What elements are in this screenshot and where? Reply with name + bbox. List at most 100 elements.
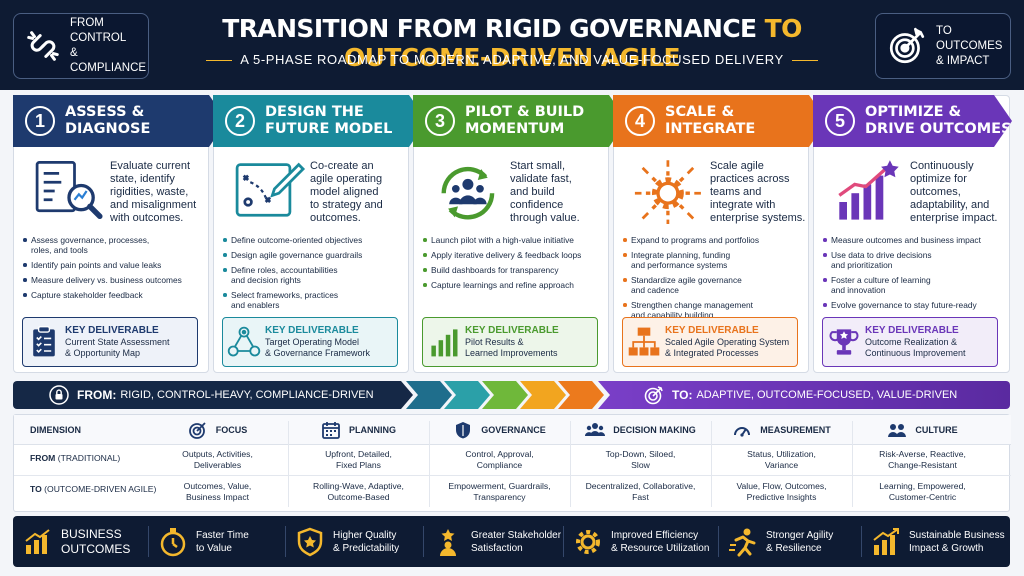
phase-bullets: Launch pilot with a high-value initiativ… — [422, 235, 612, 295]
outcomes-title-block: BUSINESS OUTCOMES — [23, 516, 130, 567]
phase-number: 3 — [425, 106, 455, 136]
transition-from-bar: FROM: RIGID, CONTROL-HEAVY, COMPLIANCE-D… — [13, 381, 413, 409]
phase-number: 2 — [225, 106, 255, 136]
transition-from-text: RIGID, CONTROL-HEAVY, COMPLIANCE-DRIVEN — [120, 389, 374, 401]
phase-bullet: Identify pain points and value leaks — [22, 260, 212, 270]
phase-bullet: Use data to drive decisions and prioriti… — [822, 250, 1012, 270]
to-outcomes-badge: TO OUTCOMES & IMPACT — [875, 13, 1011, 79]
star-person-icon — [440, 528, 456, 556]
outcome-item: Faster Time to Value — [158, 516, 249, 567]
transition-to-label: TO: — [672, 388, 693, 402]
org-network-icon — [227, 326, 261, 357]
from-row-label-sub: (TRADITIONAL) — [57, 453, 121, 463]
key-deliverable-text: Current State Assessment & Opportunity M… — [65, 337, 170, 358]
trophy-icon — [829, 329, 859, 355]
phase-title: OPTIMIZE & DRIVE OUTCOMES — [865, 104, 1012, 137]
gear-expand-icon — [634, 160, 701, 224]
outcome-text: Faster Time to Value — [196, 529, 249, 554]
column-header: DECISION MAKING — [570, 415, 711, 445]
phase-bullet: Assess governance, processes, roles, and… — [22, 235, 212, 255]
target-icon — [644, 386, 663, 405]
outcome-divider — [861, 526, 862, 557]
column-header: GOVERNANCE — [429, 415, 570, 445]
transition-to-text: ADAPTIVE, OUTCOME-FOCUSED, VALUE-DRIVEN — [696, 389, 958, 401]
badge-shield-icon — [297, 527, 323, 556]
phase-number: 4 — [625, 106, 655, 136]
to-row-label-sub: (OUTCOME-DRIVEN AGILE) — [44, 484, 157, 494]
phase-bullet: Expand to programs and portfolios — [622, 235, 812, 245]
dimension-header: DIMENSION — [30, 425, 82, 435]
outcome-divider — [423, 526, 424, 557]
key-deliverable-label: KEY DELIVERABLE — [865, 325, 959, 336]
from-cell: Control, Approval, Compliance — [465, 449, 534, 470]
business-outcomes-bar: BUSINESS OUTCOMES Faster Time to Value Hi… — [13, 516, 1010, 567]
column-header-label: FOCUS — [215, 425, 248, 435]
to-cell: Learning, Empowered, Customer-Centric — [879, 481, 966, 502]
phase-number: 5 — [825, 106, 855, 136]
bar-chart-icon — [431, 329, 458, 357]
phase-header: 4 SCALE & INTEGRATE — [613, 95, 827, 147]
column-divider — [288, 421, 289, 507]
outcome-text: Improved Efficiency & Resource Utilizati… — [611, 529, 710, 554]
target-icon — [188, 422, 206, 439]
transition-to-bar: TO: ADAPTIVE, OUTCOME-FOCUSED, VALUE-DRI… — [598, 381, 1010, 409]
to-cell: Outcomes, Value, Business Impact — [183, 481, 252, 502]
phase-title: PILOT & BUILD MOMENTUM — [465, 104, 585, 137]
growth-bars-icon — [873, 527, 899, 555]
to-row-label: TO (OUTCOME-DRIVEN AGILE) — [30, 484, 156, 494]
phase-description: Evaluate current state, identify rigidit… — [110, 160, 197, 224]
phase-title: SCALE & INTEGRATE — [665, 104, 756, 137]
phase-bullet: Evolve governance to stay future-ready — [822, 300, 1012, 310]
key-deliverable-box: KEY DELIVERABLE Scaled Agile Operating S… — [622, 317, 798, 367]
phase-bullet: Integrate planning, funding and performa… — [622, 250, 812, 270]
to-outcomes-text: TO OUTCOMES & IMPACT — [936, 24, 1003, 67]
key-deliverable-label: KEY DELIVERABLE — [65, 325, 159, 336]
to-cell: Decentralized, Collaborative, Fast — [585, 481, 696, 502]
phase-number: 1 — [25, 106, 55, 136]
outcome-text: Stronger Agility & Resilience — [766, 529, 834, 554]
from-cell: Top-Down, Siloed, Slow — [605, 449, 676, 470]
calendar-icon — [322, 422, 340, 439]
lock-icon — [49, 385, 69, 405]
phase-header: 3 PILOT & BUILD MOMENTUM — [413, 95, 627, 147]
broken-link-icon — [27, 31, 59, 61]
phase-bullet: Define roles, accountabilities and decis… — [222, 265, 412, 285]
key-deliverable-text: Target Operating Model & Governance Fram… — [265, 337, 371, 358]
column-header: FOCUS — [147, 415, 288, 445]
outcome-divider — [563, 526, 564, 557]
growth-chart-icon — [838, 160, 899, 220]
phase-card-1: 1 ASSESS & DIAGNOSE Evaluate current sta… — [13, 95, 209, 373]
runner-icon — [729, 528, 756, 556]
from-cell: Status, Utilization, Variance — [747, 449, 816, 470]
phase-bullet: Foster a culture of learning and innovat… — [822, 275, 1012, 295]
from-row-label: FROM (TRADITIONAL) — [30, 453, 120, 463]
phase-description: Start small, validate fast, and build co… — [510, 160, 580, 224]
from-cell: Upfront, Detailed, Fixed Plans — [325, 449, 392, 470]
transition-from-label: FROM: — [77, 388, 117, 402]
from-row-label-main: FROM — [30, 453, 56, 463]
key-deliverable-text: Scaled Agile Operating System & Integrat… — [665, 337, 790, 358]
column-divider — [711, 421, 712, 507]
team-icon — [888, 424, 907, 437]
phase-card-3: 3 PILOT & BUILD MOMENTUM Start small, va… — [413, 95, 609, 373]
outcome-text: Greater Stakeholder Satisfaction — [471, 529, 562, 554]
key-deliverable-box: KEY DELIVERABLE Target Operating Model &… — [222, 317, 398, 367]
outcome-item: Higher Quality & Predictability — [295, 516, 399, 567]
phase-bullet: Launch pilot with a high-value initiativ… — [422, 235, 612, 245]
key-deliverable-text: Pilot Results & Learned Improvements — [465, 337, 558, 358]
phase-bullet: Design agile governance guardrails — [222, 250, 412, 260]
phase-card-4: 4 SCALE & INTEGRATE Scale agile practice… — [613, 95, 809, 373]
from-cell: Risk-Averse, Reactive, Change-Resistant — [879, 449, 966, 470]
outcome-item: Stronger Agility & Resilience — [728, 516, 833, 567]
outcome-divider — [285, 526, 286, 557]
outcome-divider — [148, 526, 149, 557]
phase-header: 1 ASSESS & DIAGNOSE — [13, 95, 227, 147]
key-deliverable-label: KEY DELIVERABLE — [465, 325, 559, 336]
key-deliverable-text: Outcome Realization & Continuous Improve… — [865, 337, 966, 358]
key-deliverable-box: KEY DELIVERABLE Current State Assessment… — [22, 317, 198, 367]
phase-description: Co-create an agile operating model align… — [310, 160, 383, 224]
column-divider — [429, 421, 430, 507]
